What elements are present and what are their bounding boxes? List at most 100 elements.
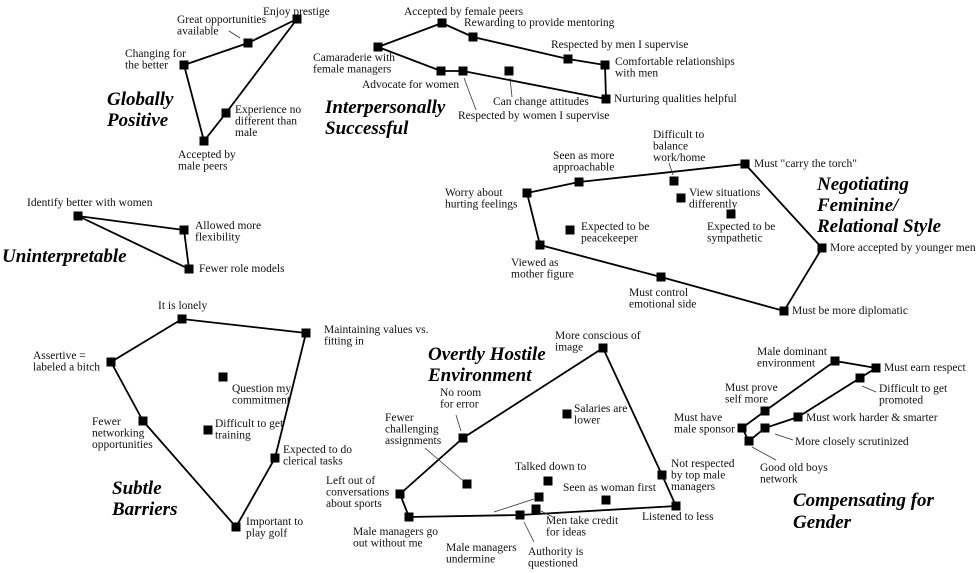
node-marker-icon xyxy=(199,136,209,146)
concept-node[interactable]: Respected by women I supervise xyxy=(458,66,609,123)
concept-node[interactable]: Seen as woman first xyxy=(563,482,657,505)
node-marker-icon xyxy=(817,243,827,253)
node-marker-icon xyxy=(779,306,789,316)
concept-node[interactable]: Maintaining values vs.fitting in xyxy=(301,324,429,348)
node-marker-icon xyxy=(565,225,575,235)
concept-node[interactable]: Nurturing qualities helpful xyxy=(601,93,737,105)
concept-node[interactable]: Rewarding to provide mentoring xyxy=(464,17,615,42)
node-label-line: Camaraderie with xyxy=(313,52,395,64)
node-label-line: conversations xyxy=(326,487,390,499)
concept-node[interactable]: Fewer role models xyxy=(184,263,286,275)
concept-node[interactable]: Must work harder & smarter xyxy=(793,412,938,424)
node-label-line: the better xyxy=(125,60,168,72)
cluster-title-line: Negotiating xyxy=(816,174,909,195)
concept-node[interactable]: Assertive =labeled a bitch xyxy=(33,350,116,374)
concept-node[interactable]: Identify better with women xyxy=(27,197,153,221)
node-label-line: Question my xyxy=(232,383,291,395)
node-label: It is lonely xyxy=(158,300,207,312)
concept-node[interactable]: Listened to less xyxy=(642,501,714,524)
concept-node[interactable]: Accepted by female peers xyxy=(404,6,524,28)
node-label: Identify better with women xyxy=(27,197,153,209)
concept-node[interactable]: Talked down to xyxy=(515,461,587,486)
node-label-line: Must earn respect xyxy=(884,362,967,374)
node-marker-icon xyxy=(726,209,736,219)
cluster-title-line: Overtly Hostile xyxy=(428,344,546,365)
node-label-line: out without me xyxy=(353,538,423,550)
concept-node[interactable]: More accepted by younger men xyxy=(817,242,976,254)
concept-node[interactable]: Enjoy prestige xyxy=(263,6,330,24)
node-label-line: Accepted by female peers xyxy=(404,6,524,18)
node-label-line: More conscious of xyxy=(555,330,641,342)
concept-node[interactable]: Must "carry the torch" xyxy=(740,158,857,170)
concept-node[interactable]: More closely scrutinized xyxy=(760,423,909,449)
node-marker-icon xyxy=(203,425,213,435)
node-label-line: peacekeeper xyxy=(581,233,638,245)
node-label-line: flexibility xyxy=(195,232,241,244)
node-label-line: fitting in xyxy=(324,336,364,348)
node-label-line: undermine xyxy=(446,554,495,566)
concept-node[interactable]: Advocate for women xyxy=(362,66,459,92)
node-label-line: Worry about xyxy=(445,187,503,199)
node-label-line: clerical tasks xyxy=(283,456,343,468)
node-label-line: available xyxy=(177,26,219,38)
node-marker-icon xyxy=(179,225,189,235)
node-label-line: Male dominant xyxy=(757,346,828,358)
concept-node[interactable]: It is lonely xyxy=(158,300,207,324)
concept-node[interactable]: Must earn respect xyxy=(871,362,967,374)
node-marker-icon xyxy=(458,433,468,443)
concept-node[interactable]: Must be more diplomatic xyxy=(779,305,908,317)
node-marker-icon xyxy=(522,188,532,198)
concept-node[interactable]: Respected by men I supervise xyxy=(551,39,688,64)
node-label-line: Expected to be xyxy=(581,221,649,233)
node-label-line: Must have xyxy=(674,412,722,424)
concept-node[interactable]: Can change attitudes xyxy=(493,66,589,109)
node-marker-icon xyxy=(106,357,116,367)
leader-line xyxy=(774,433,794,441)
node-label-line: Must be more diplomatic xyxy=(792,305,908,317)
node-label-line: Must control xyxy=(629,287,688,299)
